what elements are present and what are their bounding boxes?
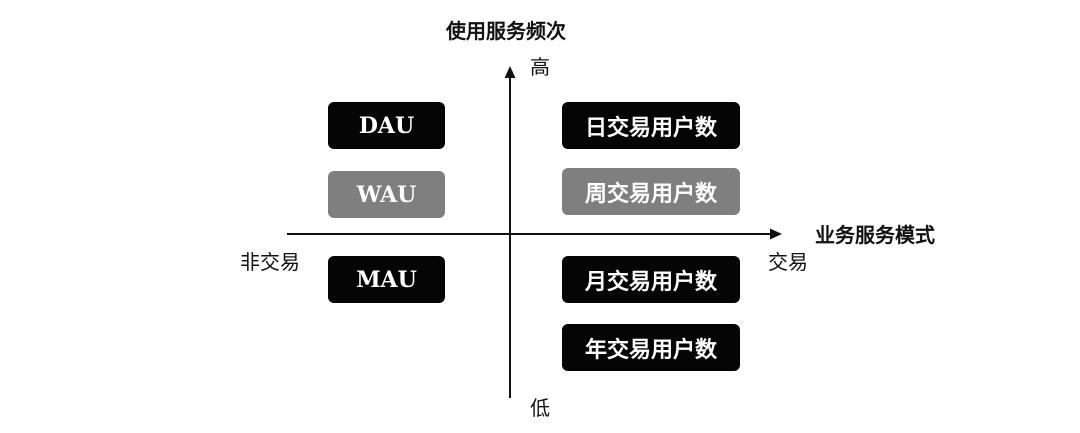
y-axis-high-label: 高 — [530, 55, 550, 79]
y-axis-low-label: 低 — [530, 396, 550, 420]
y-axis-arrowhead — [504, 66, 516, 78]
x-axis-right-label: 交易 — [768, 250, 808, 274]
x-axis-arrowhead — [770, 228, 782, 240]
weekly-trading-users-box: 周交易用户数 — [562, 168, 740, 215]
x-axis-left-label: 非交易 — [240, 250, 300, 274]
daily-trading-users-box: 日交易用户数 — [562, 102, 740, 149]
yearly-trading-users-box: 年交易用户数 — [562, 324, 740, 371]
y-axis-title: 使用服务频次 — [446, 19, 566, 43]
monthly-trading-users-box: 月交易用户数 — [562, 256, 740, 303]
wau-box: WAU — [328, 171, 445, 218]
x-axis-title: 业务服务模式 — [815, 223, 935, 247]
dau-box: DAU — [328, 102, 445, 149]
mau-box: MAU — [328, 256, 445, 303]
